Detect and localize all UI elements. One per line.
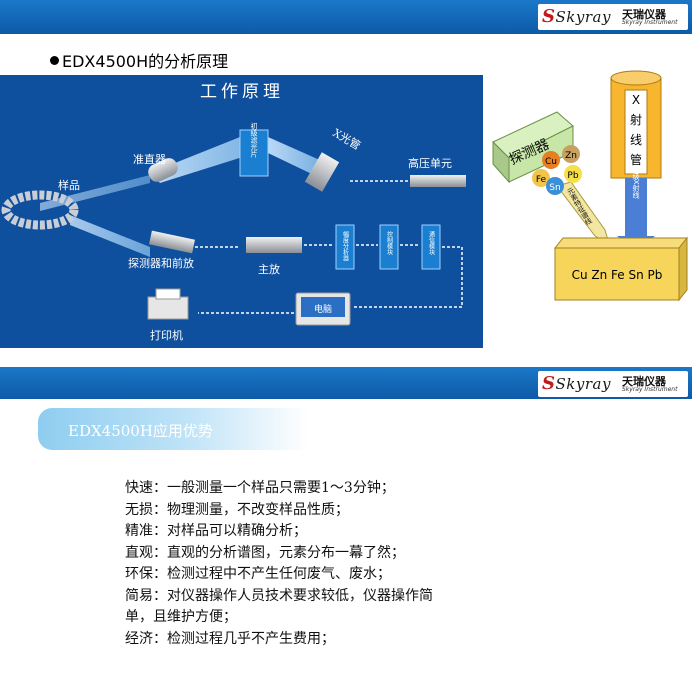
primary-beam [150,137,268,183]
computer-screen [301,297,345,317]
element-cu: Cu [545,157,557,167]
brand-logo-2: SSkyray 天瑞仪器 Skyray Instrument [538,371,688,397]
primary-ray-arrow [625,178,647,236]
element-zn-icon [562,145,580,163]
label-computer: 电脑 [314,303,332,315]
advantage-item: 精准：对样品可以精确分析； [125,523,307,539]
label-xray-tube: X光管 [331,125,364,152]
advantage-item: 单，且维护方便； [125,609,237,625]
label-sample-box: Cu Zn Fe Sn Pb [572,268,663,282]
brand-name-en-2: Skyray Instrument [622,386,678,393]
diagram-title: 工作原理 [200,82,284,102]
working-principle-diagram: 工作原理 准直器 初级滤光片 X光管 高压单元 样品 探测器和前放 主放 幅度 [0,75,483,348]
printer-paper [155,288,181,300]
xray-tube [304,152,340,192]
brand-logo: SSkyray 天瑞仪器 Skyray Instrument [538,4,688,30]
tube-char-3: 线 [630,133,642,147]
collimator [148,158,178,182]
xray-tube-top [610,70,662,86]
mca-module [335,224,355,270]
element-zn: Zn [565,151,577,161]
sample-top [553,237,689,249]
advantage-item: 直观：直观的分析谱图，元素分布一幕了然； [125,544,405,561]
detector [149,230,195,254]
advantage-item: 经济：检测过程几乎不产生费用； [125,630,335,647]
section-title-advantages: EDX4500H应用优势 [38,402,338,456]
label-primary-ray: 原级X射线 [632,166,640,199]
filter [239,129,269,177]
skyray-logo: SSkyray [542,6,611,27]
sample-ring [1,190,79,230]
tube-char-4: 管 [630,152,642,167]
label-mca: 幅度分析器 [342,230,349,262]
element-fe: Fe [536,175,547,185]
printer [147,296,189,320]
skyray-logo-2: SSkyray [542,373,611,394]
principle-svg: 工作原理 准直器 初级滤光片 X光管 高压单元 样品 探测器和前放 主放 幅度 [1,82,466,342]
header-bar: SSkyray 天瑞仪器 Skyray Instrument [0,0,692,34]
label-characteristic-ray: 元素特征谱线 [566,186,594,227]
tube-char-1: X [632,93,640,107]
element-pb-icon [564,165,582,183]
main-amplifier [246,237,302,253]
control-module [379,224,399,270]
xray-fluorescence-diagram: X 射 线 管 原级X射线 元素特征谱线 探测器 Cu Zn Fe Sn Pb … [483,60,692,360]
element-pb: Pb [567,171,578,181]
sample-front [554,247,680,301]
comm-module [421,224,441,270]
label-hv-unit: 高压单元 [408,156,452,170]
label-control: 控制模块 [386,230,393,256]
label-main-amp: 主放 [258,262,280,276]
brand-name-cn-2: 天瑞仪器 [622,375,666,388]
section-title-principle: EDX4500H的分析原理 [50,48,228,72]
label-filter: 初级滤光片 [250,122,258,159]
advantages-list: 快速：一般测量一个样品只需要1～3分钟； 无损：物理测量，不改变样品性质； 精准… [125,478,585,650]
sample-side [678,236,688,302]
advantage-item: 环保：检测过程中不产生任何废气、废水； [125,566,391,582]
advantage-item: 无损：物理测量，不改变样品性质； [125,501,349,518]
element-sn: Sn [549,183,560,193]
tube-beam [268,137,322,177]
comm-connector [354,246,463,308]
label-sample: 样品 [58,178,80,192]
label-detector: 探测器和前放 [128,256,194,270]
brand-name-cn: 天瑞仪器 [622,8,666,21]
brand-name-en: Skyray Instrument [622,19,678,26]
header-bar-2: SSkyray 天瑞仪器 Skyray Instrument [0,367,692,399]
label-comm: 通信模块 [428,230,435,256]
tube-char-2: 射 [630,112,642,127]
title-swoosh [38,408,308,450]
advantages-title: EDX4500H应用优势 [68,422,213,440]
element-fe-icon [532,169,550,187]
label-printer: 打印机 [150,328,183,342]
element-sn-icon [546,177,564,195]
xray-tube-label-box [624,89,648,175]
bullet-icon [50,56,59,65]
advantage-item: 简易：对仪器操作人员技术要求较低，仪器操作简 [125,587,433,604]
hv-unit [410,175,466,187]
element-cu-icon [542,151,560,169]
advantage-item: 快速：一般测量一个样品只需要1～3分钟； [125,480,395,496]
characteristic-ray-arrow [556,181,610,246]
fluorescence-beam [70,215,150,257]
xray-svg: X 射 线 管 原级X射线 元素特征谱线 探测器 Cu Zn Fe Sn Pb … [492,70,689,302]
label-collimator: 准直器 [133,152,166,166]
